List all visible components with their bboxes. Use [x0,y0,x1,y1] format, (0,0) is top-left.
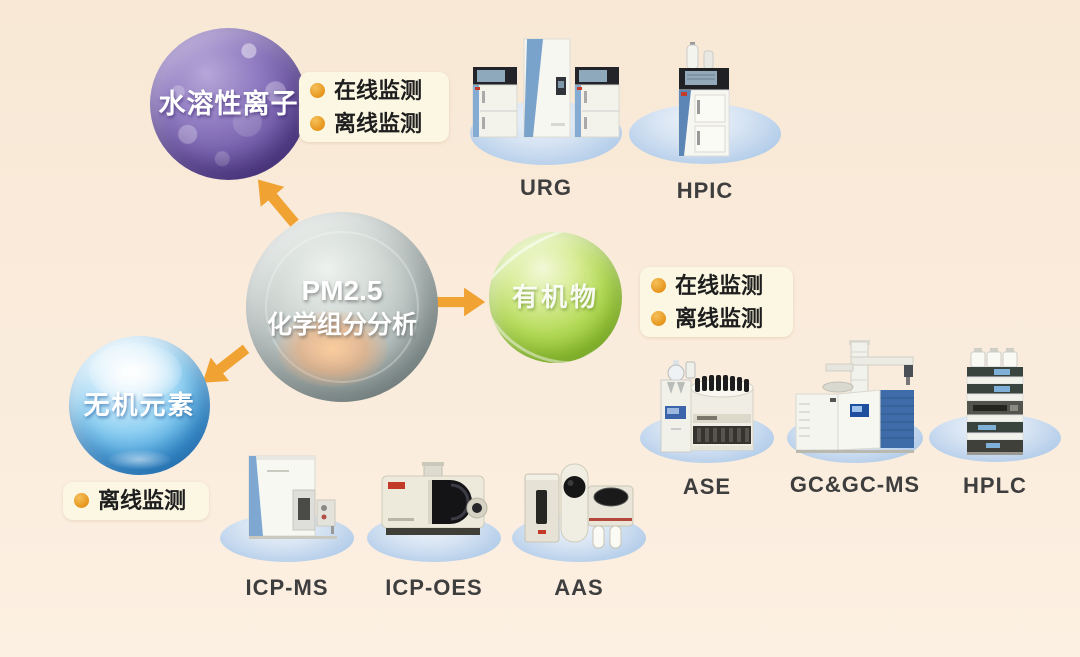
monitoring-row: 在线监测 [310,77,437,105]
bullet-icon [651,310,666,326]
inorganic-monitoring-pill: 离线监测 [63,482,209,520]
organic-monitoring-pill: 在线监测 离线监测 [640,267,793,337]
urg-instrument-illustration [472,38,620,138]
instrument-label-icpms: ICP-MS [245,575,329,600]
instrument-ase: ASE [639,352,775,502]
instrument-label-hplc: HPLC [963,473,1027,498]
monitoring-row: 离线监测 [74,487,197,515]
instrument-icpoes: ICP-OES [366,458,502,604]
instrument-urg: URG [465,37,627,207]
online-monitoring-label: 在线监测 [675,273,764,298]
online-monitoring-label: 在线监测 [334,78,423,103]
hplc-instrument-illustration [966,348,1024,455]
ions-monitoring-pill: 在线监测 离线监测 [299,72,449,142]
icpoes-instrument-illustration [381,462,488,535]
organic-matter-label: 有机物 [511,281,599,312]
arrow-to-water-soluble-ions-icon [240,164,313,238]
inorganic-elements-label: 无机元素 [83,389,196,420]
water-soluble-ions-label: 水溶性离子 [158,88,299,119]
instrument-hpic: HPIC [627,40,783,208]
ase-instrument-illustration [660,360,754,453]
aas-instrument-illustration [524,463,634,549]
center-node-title: PM2.5 化学组分分析 [267,273,417,341]
pm25-line: PM2.5 [301,275,383,307]
instrument-label-hpic: HPIC [676,178,734,203]
instrument-icpms: ICP-MS [219,452,355,604]
monitoring-row: 在线监测 [651,272,781,300]
instrument-aas: AAS [511,458,647,604]
arrow-icon [432,287,486,317]
hpic-instrument-illustration [678,42,730,157]
offline-monitoring-label: 离线监测 [675,305,764,331]
monitoring-row: 离线监测 [310,110,437,138]
bullet-icon [74,493,89,509]
instrument-label-aas: AAS [554,575,604,600]
gcms-instrument-illustration [795,340,914,453]
bullet-icon [651,278,666,294]
offline-monitoring-label: 离线监测 [334,110,423,136]
offline-monitoring-label: 离线监测 [98,488,187,513]
bullet-icon [310,83,325,99]
instrument-gcms: GC&GC-MS [786,340,924,502]
instrument-hplc: HPLC [928,346,1062,502]
arrow-to-organic-icon [432,280,486,324]
instrument-label-icpoes: ICP-OES [385,575,483,600]
arrow-icon [257,179,299,227]
instrument-label-ase: ASE [682,474,732,499]
center-node-pm25: PM2.5 化学组分分析 [246,212,438,402]
instrument-label-urg: URG [520,175,572,200]
node-organic-matter: 有机物 [489,232,622,363]
arrow-to-inorganic-icon [188,331,259,400]
icpms-instrument-illustration [248,455,337,539]
instrument-label-gcms: GC&GC-MS [789,472,921,497]
bullet-icon [310,115,325,131]
analysis-line: 化学组分分析 [266,310,417,339]
node-inorganic-elements: 无机元素 [69,336,210,475]
monitoring-row: 离线监测 [651,305,781,333]
arrow-icon [202,344,250,383]
node-water-soluble-ions: 水溶性离子 [150,28,307,180]
